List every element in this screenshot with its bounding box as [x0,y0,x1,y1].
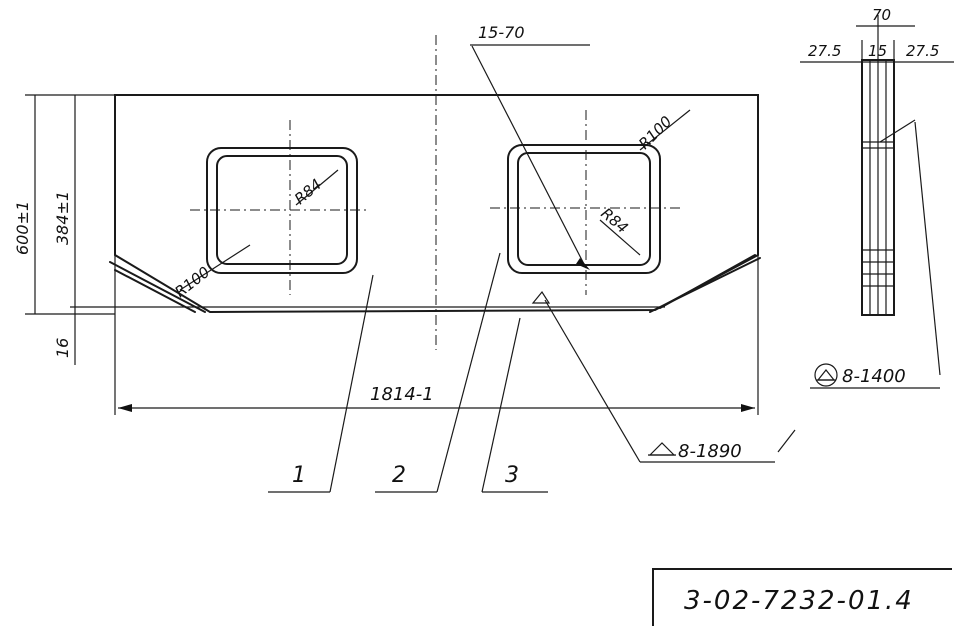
top-note-leader [470,44,590,270]
left-window [190,120,370,295]
title-block: 3-02-7232-01.4 [652,568,952,626]
left-dimensions [25,94,115,365]
bottom-offset-label: 16 [53,338,72,358]
radius-right-window-label: R84 [597,204,631,237]
length-label: 1814-1 [370,384,434,405]
weld-circle-icon [814,363,838,387]
weld-main-label: 8-1890 [678,441,742,462]
side-view [800,15,954,316]
top-note-label: 15-70 [478,23,525,42]
part-label-2: 2 [392,463,406,488]
radius-leaders [179,109,691,291]
side-left-label: 27.5 [808,42,841,60]
side-mid-label: 15 [868,42,887,60]
part-leaders [268,252,548,493]
radius-left-corner-label: R100 [171,263,213,301]
part-label-3: 3 [505,463,519,488]
weld-triangle-icon [648,442,676,456]
height-total-label: 600±1 [13,201,32,255]
length-dimension [114,255,759,415]
side-top-label: 70 [872,6,891,24]
height-inner-label: 384±1 [53,191,72,245]
bottom-flange [70,254,761,313]
radius-right-top-label: R100 [635,112,675,152]
radius-left-window-label: R84 [291,175,325,208]
weld-side-label: 8-1400 [842,366,906,387]
weld-side-callout [810,121,941,389]
side-right-label: 27.5 [906,42,939,60]
document-code: 3-02-7232-01.4 [684,586,914,616]
part-label-1: 1 [292,463,306,488]
weld-main-callout [531,290,796,463]
